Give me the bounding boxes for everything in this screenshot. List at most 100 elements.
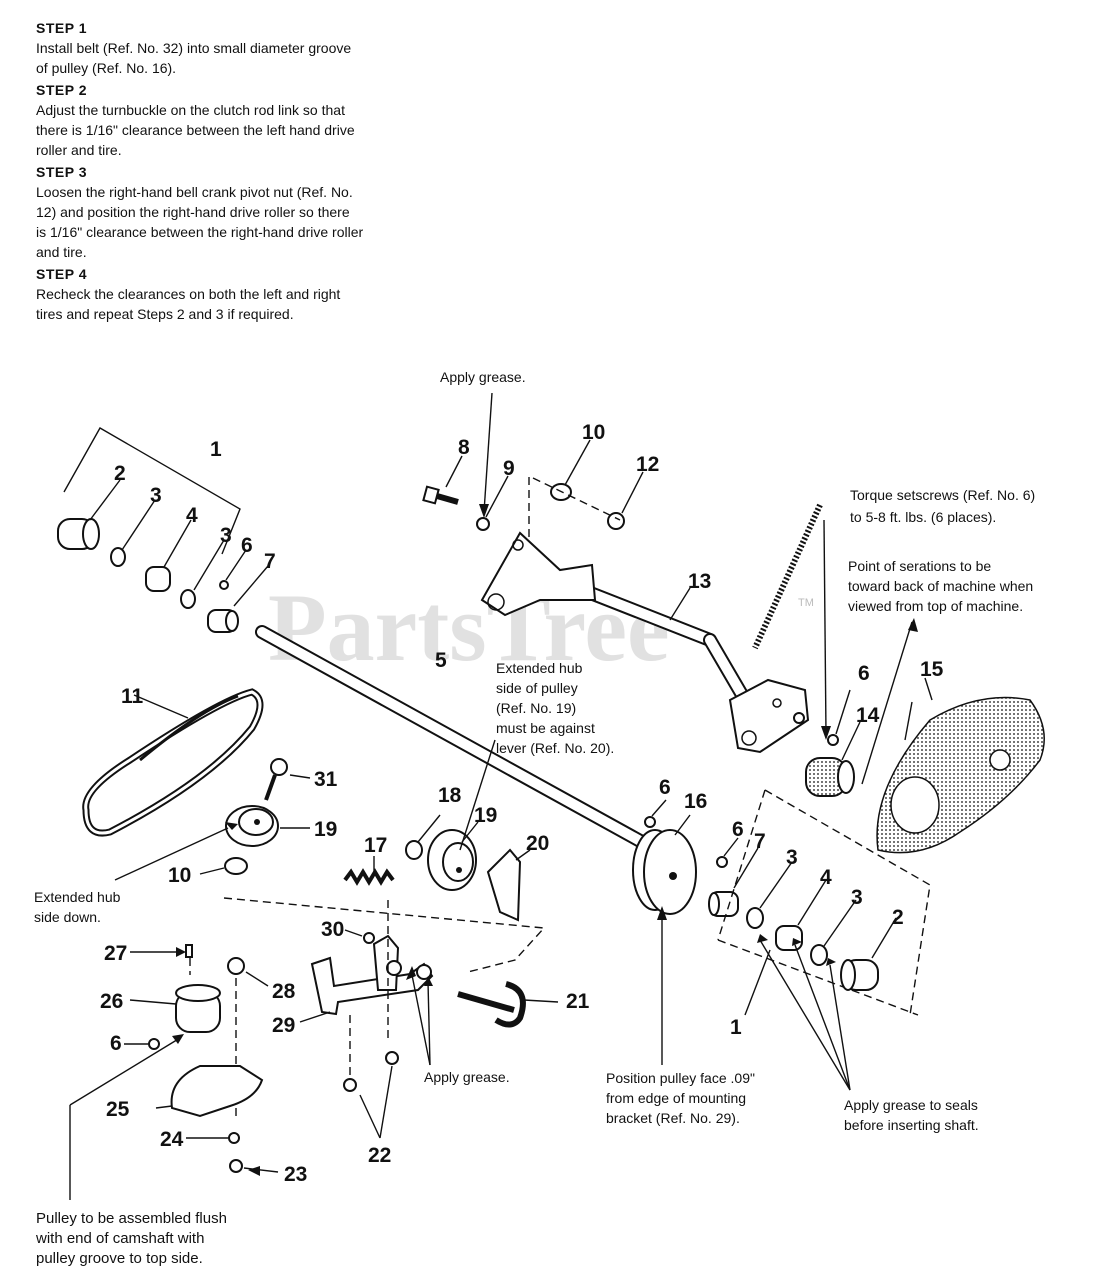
ref-6-pulley: 6 <box>659 776 671 799</box>
ref-28: 28 <box>272 980 296 1003</box>
ref-23: 23 <box>284 1163 307 1186</box>
ref-6-right: 6 <box>732 818 744 841</box>
note-serations-line2: toward back of machine when <box>848 578 1033 594</box>
step-1-text: Install belt (Ref. No. 32) into small di… <box>36 40 352 76</box>
note-pulley-face-line2: from edge of mounting <box>606 1090 746 1106</box>
ref-2-left: 2 <box>114 462 126 485</box>
note-hub-line1: Extended hub <box>496 660 583 676</box>
note-seals-line2: before inserting shaft. <box>844 1117 979 1133</box>
note-flush-line1: Pulley to be assembled flush <box>36 1210 227 1227</box>
flush-arrow <box>172 1034 184 1044</box>
setscrew-6-roller <box>827 734 839 746</box>
setscrew-6-right <box>716 856 728 868</box>
note-hub-line5: lever (Ref. No. 20). <box>496 740 614 756</box>
ref-24: 24 <box>160 1128 184 1151</box>
grease-arrow-mid-2 <box>424 976 433 986</box>
ref-12: 12 <box>636 453 659 476</box>
ref-26: 26 <box>100 990 123 1013</box>
ref-1-right: 1 <box>730 1016 742 1039</box>
bell-crank-part <box>480 531 810 754</box>
ref-11: 11 <box>121 685 144 708</box>
setscrew-6-left <box>219 580 229 590</box>
note-pulley-face-line3: bracket (Ref. No. 29). <box>606 1110 740 1126</box>
ref-13: 13 <box>688 570 711 593</box>
note-flush-line2: with end of camshaft with <box>35 1230 204 1247</box>
step-4-text: Recheck the clearances on both the left … <box>36 286 341 322</box>
note-apply-grease-top: Apply grease. <box>440 369 526 385</box>
mounting-bracket-29 <box>299 934 434 1023</box>
step-2-heading: STEP 2 <box>36 82 87 98</box>
watermark-tm: TM <box>798 597 814 609</box>
instruction-steps: STEP 1 Install belt (Ref. No. 32) into s… <box>36 20 446 328</box>
seal-arrow-3 <box>826 958 836 966</box>
note-pulley-face-line1: Position pulley face .09" <box>606 1070 755 1086</box>
bolt-8 <box>422 485 459 505</box>
ref-18: 18 <box>438 784 462 807</box>
ref-27: 27 <box>104 942 127 965</box>
seal-3b-left <box>180 589 196 609</box>
bearing-2-right <box>840 917 897 991</box>
ref-6-cam: 6 <box>110 1032 122 1055</box>
ref-19-center: 19 <box>474 804 497 827</box>
washer-10-lower <box>224 857 248 875</box>
step-4-heading: STEP 4 <box>36 266 87 282</box>
ref-1-left: 1 <box>210 438 222 461</box>
ref-15: 15 <box>920 658 944 681</box>
key-27 <box>130 944 193 958</box>
note-apply-grease-mid: Apply grease. <box>424 1069 510 1085</box>
note-serations-line3: viewed from top of machine. <box>848 598 1023 614</box>
screw-23 <box>229 1159 279 1176</box>
ref-2-right: 2 <box>892 906 904 929</box>
ref-22: 22 <box>368 1144 391 1167</box>
ref-4-right: 4 <box>820 866 832 889</box>
step-3-heading: STEP 3 <box>36 164 87 180</box>
seal-3d-right <box>810 944 828 966</box>
pulley-16 <box>632 814 697 915</box>
step-3-text: Loosen the right-hand bell crank pivot n… <box>36 184 364 260</box>
note-hub-down-line2: side down. <box>34 909 101 925</box>
screw-22b <box>343 1078 357 1092</box>
washer-18 <box>405 840 423 860</box>
drive-belt-11 <box>82 688 264 837</box>
torque-arrow <box>821 726 831 740</box>
note-hub-line2: side of pulley <box>496 680 578 696</box>
collar-7-left <box>207 609 239 633</box>
ref-30: 30 <box>321 918 344 941</box>
spacer-4-right <box>775 879 827 951</box>
nut-28 <box>227 957 269 987</box>
note-seals-line1: Apply grease to seals <box>844 1097 978 1113</box>
note-serations-line1: Point of serations to be <box>848 558 991 574</box>
seal-arrow-1 <box>757 934 768 943</box>
screw-22a <box>385 1051 399 1065</box>
washer-9 <box>476 517 490 531</box>
nut-24 <box>228 1132 240 1144</box>
kit-1-bracket-left <box>63 427 241 555</box>
ref-25: 25 <box>106 1098 130 1121</box>
ref-9: 9 <box>503 457 515 480</box>
grease-arrow-top <box>479 504 489 518</box>
grease-arrow-mid-1 <box>406 966 416 980</box>
bracket-20 <box>486 848 531 922</box>
bearing-kit-left <box>57 427 269 633</box>
shaft-part <box>255 625 649 849</box>
nut-12 <box>607 512 625 530</box>
note-torque-line1: Torque setscrews (Ref. No. 6) <box>850 487 1035 503</box>
bearing-2-left <box>57 518 100 550</box>
ref-16: 16 <box>684 790 707 813</box>
ref-3c-right: 3 <box>786 846 798 869</box>
step-2-text: Adjust the turnbuckle on the clutch rod … <box>36 102 355 158</box>
ref-8: 8 <box>458 436 470 459</box>
collar-7-right <box>708 847 759 917</box>
pin-21 <box>457 981 559 1028</box>
ref-3d-right: 3 <box>851 886 863 909</box>
pulley-face-arrow <box>657 906 667 920</box>
serations-arrow <box>908 618 918 632</box>
step-1-heading: STEP 1 <box>36 20 87 36</box>
drive-roller-14 <box>805 721 861 797</box>
ref-31: 31 <box>314 768 338 791</box>
setscrew-6-cam <box>148 1038 160 1050</box>
screw-31 <box>264 758 311 801</box>
seal-arrow-2 <box>792 938 802 946</box>
ref-20: 20 <box>526 832 549 855</box>
